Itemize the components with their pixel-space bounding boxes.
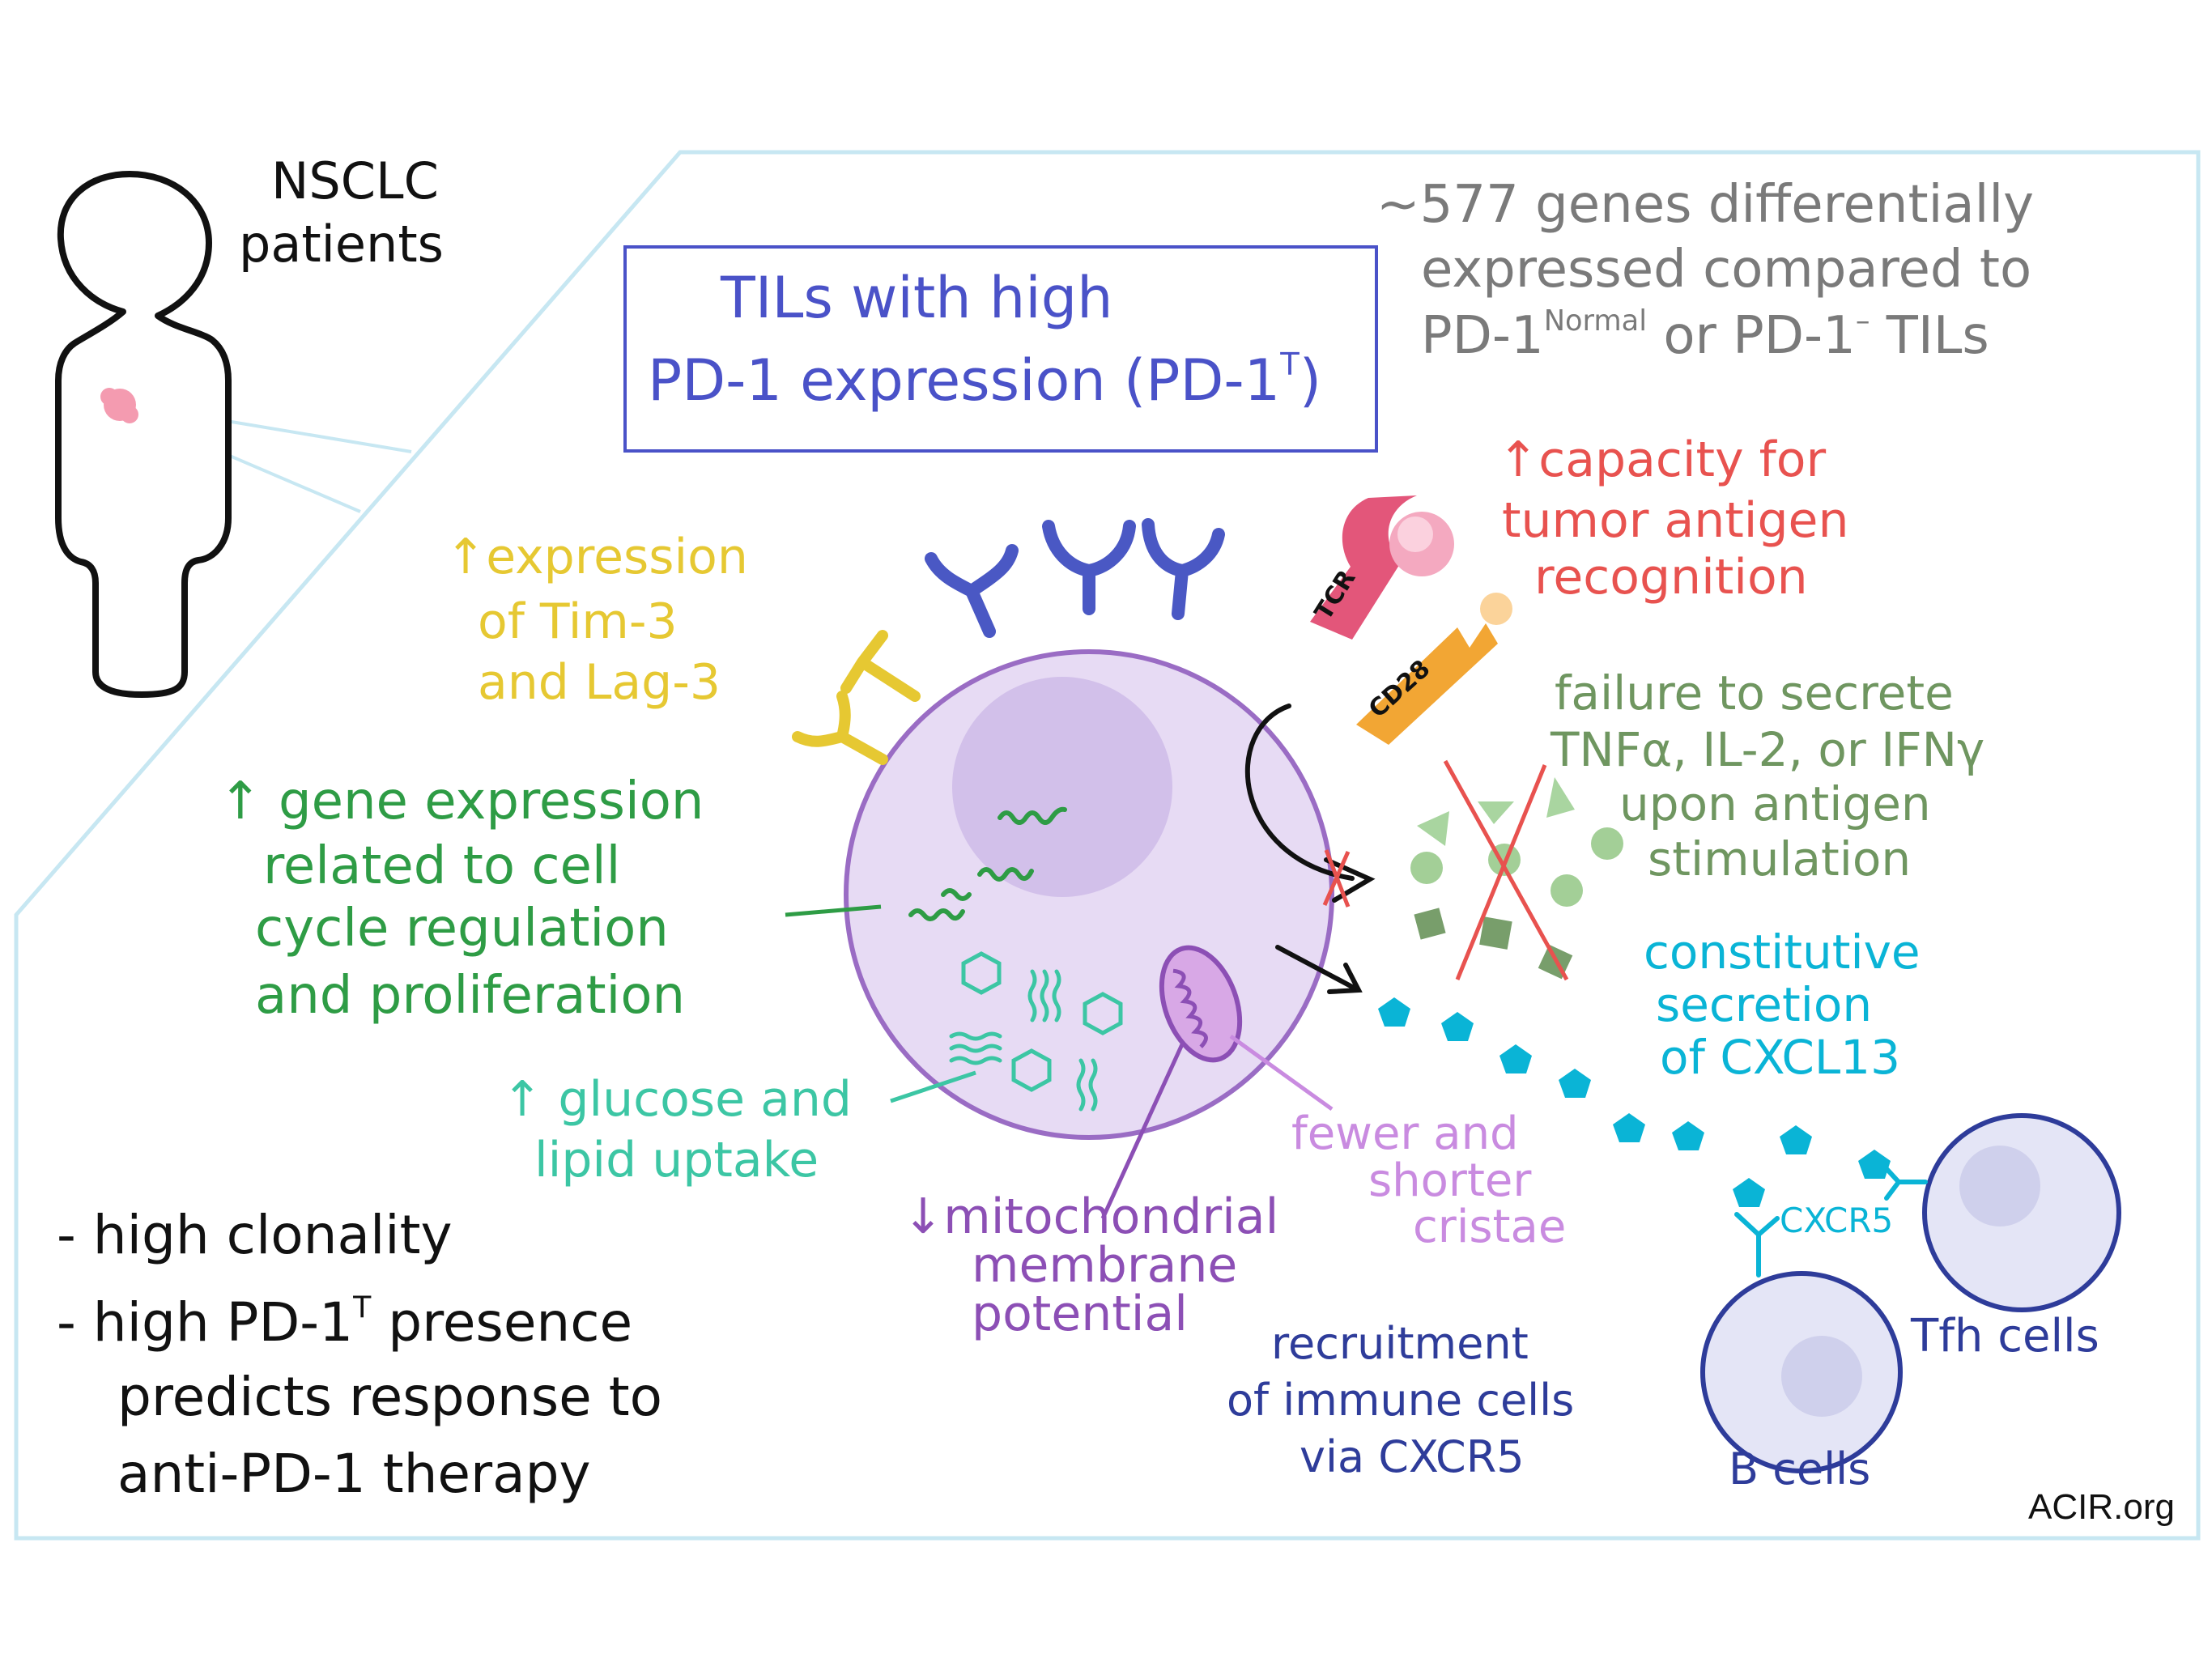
antigen-bound-highlight [1397,517,1433,552]
dna-squiggle-icons [908,806,1067,921]
tumor-icon-lobe [121,406,138,423]
bullet-2-sup-t: T [353,1290,372,1324]
failure-line4: stimulation [1648,831,1912,886]
cristae-icon [1172,968,1208,1048]
title-line1: TILs with high [721,265,1113,331]
patient-label-line2: patients [239,215,444,274]
gray-header-line1: ~577 genes differentially [1376,175,2034,235]
gene-line4: and proliferation [255,966,686,1026]
gene-line1: ↑ gene expression [219,772,704,831]
tfh-label: Tfh cells [1911,1310,2099,1363]
cxcl13-icons [1378,997,1812,1154]
constitutive-line2: secretion [1656,977,1873,1032]
failure-line3: upon antigen [1619,776,1931,831]
glucose-icons [961,951,1123,1092]
watermark: ACIR.org [2028,1487,2175,1527]
tfh-nucleus [1959,1146,2040,1226]
cristae-line3: cristae [1413,1201,1567,1253]
cd28-receptor-icon [1356,623,1498,745]
zoom-frame [14,150,2201,1541]
bullet-2-end: presence [371,1291,633,1354]
mito-line2: membrane [972,1237,1238,1294]
recruitment-line1: recruitment [1271,1318,1529,1369]
cxcl13-bound-icon [1858,1150,1891,1179]
b-label: B cells [1729,1443,1871,1494]
cristae-pointer-line [1229,1034,1334,1112]
mito-line1: ↓mitochondrial [903,1188,1279,1245]
bullet-1: - high clonality [57,1204,453,1266]
constitutive-line3: of CXCL13 [1660,1030,1900,1085]
recruitment-line3: via CXCR5 [1300,1431,1525,1482]
gray-header-tils: TILs [1870,306,1989,367]
patient-label-line1: NSCLC [271,151,439,210]
ligand-icon [1480,593,1512,625]
gray-header-line3: PD-1Normal or PD-1– TILs [1421,304,1989,367]
glucose-line2: lipid uptake [534,1132,819,1188]
tumor-icon-lobe [100,388,118,406]
cxcr5-label: CXCR5 [1780,1201,1894,1240]
gray-header-sup-normal: Normal [1543,304,1648,338]
cytokine-dot-icons [1410,827,1623,907]
cross-small-icon [1322,849,1351,908]
b-nucleus [1781,1336,1862,1417]
failure-line2: TNFα, IL-2, or IFNγ [1551,722,1985,777]
cross-large-icon [1443,759,1569,981]
tim3-lag3-receptor-icons [792,630,921,765]
glucose-line1: ↑ glucose and [502,1071,852,1128]
gray-header-pd1: PD-1 [1421,306,1544,367]
bullet-3: predicts response to [117,1366,662,1428]
bullet-2: - high PD-1T presence [57,1291,632,1353]
gray-header-sup-neg: – [1855,304,1870,338]
lipid-icons [949,969,1098,1112]
bullet-4: anti-PD-1 therapy [117,1443,591,1505]
gene-line3: cycle regulation [255,899,669,959]
mitochondrion-icon [1159,945,1243,1063]
straight-arrow-icon [1275,945,1363,994]
cxcl13-bound-icon [1733,1178,1765,1207]
mito-pointer-line [1100,1043,1185,1220]
constitutive-line1: constitutive [1644,925,1921,980]
failure-line1: failure to secrete [1555,665,1954,721]
cytokine-icons [1417,777,1575,846]
cristae-line2: shorter [1368,1154,1532,1207]
gray-header-line2: expressed compared to [1421,240,2032,300]
gray-header-or: or PD-1 [1647,306,1856,367]
tim-line2: of Tim-3 [478,593,678,650]
patient-silhouette-icon [55,171,232,698]
pd1-receptor-icons [925,518,1225,638]
title-sup-t: T [1280,346,1300,383]
gene-pointer-line [785,904,882,917]
recruitment-line2: of immune cells [1227,1375,1575,1426]
nucleus [952,677,1172,897]
tcr-receptor-icon [1310,495,1417,640]
title-line2: PD-1 expression (PD-1T) [648,346,1322,414]
title-line2-main: PD-1 expression (PD-1 [648,346,1281,414]
mito-line3: potential [972,1286,1188,1342]
glucose-pointer-line [890,1070,976,1103]
capacity-line2: tumor antigen [1502,492,1849,549]
capacity-line1: ↑capacity for [1498,432,1827,488]
title-box [623,245,1378,453]
tim-line3: and Lag-3 [478,654,721,711]
tim-line1: ↑expression [445,529,748,585]
gene-line2: related to cell [263,836,621,896]
bullet-2-main: - high PD-1 [57,1291,354,1354]
cristae-line1: fewer and [1291,1107,1519,1160]
title-line2-end: ) [1299,346,1322,414]
capacity-line3: recognition [1534,549,1808,606]
